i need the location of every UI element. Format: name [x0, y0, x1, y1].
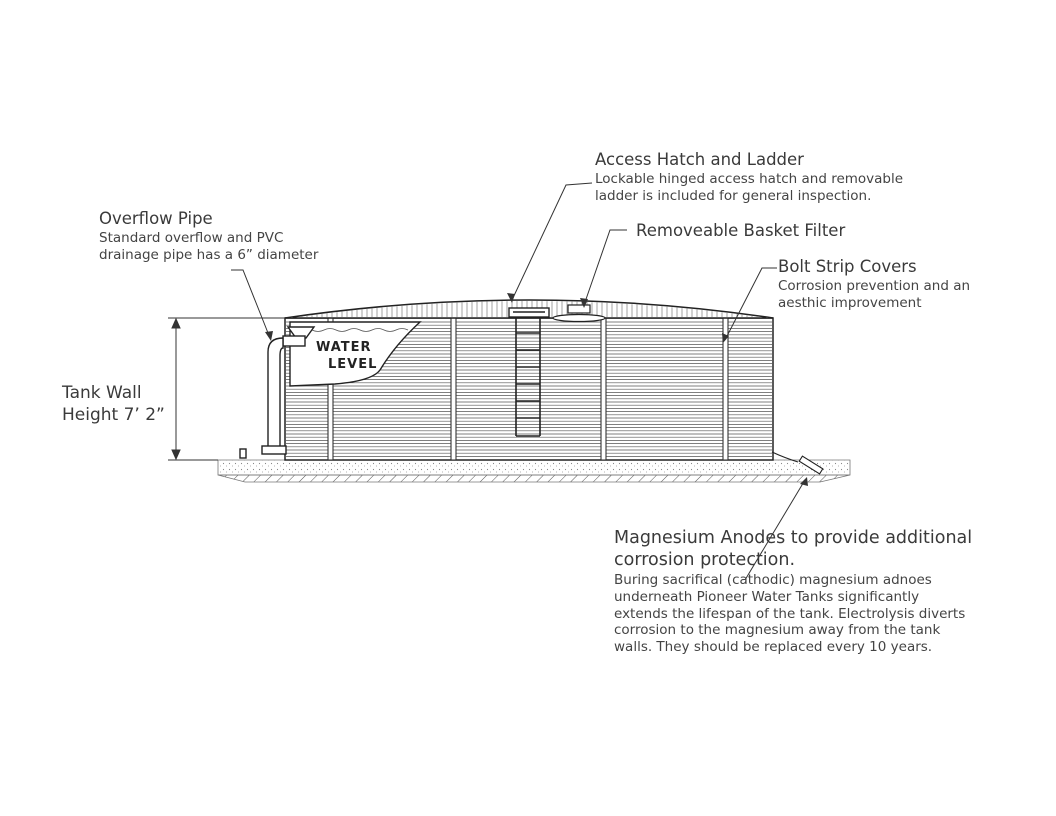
arrow-overflow	[265, 331, 273, 341]
leader-lines	[231, 182, 806, 581]
overflow-pipe-desc-line2: drainage pipe has a 6” diameter	[99, 246, 319, 263]
overflow-pipe-title: Overflow Pipe	[99, 209, 213, 228]
wall-height-dimension	[168, 317, 285, 461]
arrow-filter	[580, 298, 588, 308]
ground	[217, 459, 851, 483]
anodes-title-line1: Magnesium Anodes to provide additional	[614, 528, 973, 548]
anodes-label: Magnesium Anodes to provide additional c…	[614, 527, 972, 656]
anodes-desc-line4: corrosion to the magnesium away from the…	[614, 622, 941, 639]
overflow-pipe-desc-line1: Standard overflow and PVC	[99, 229, 284, 246]
anodes-title-line2: corrosion protection.	[614, 550, 796, 571]
anodes-desc-line3: extends the lifespan of the tank. Electr…	[614, 605, 966, 622]
water-cutaway	[289, 321, 422, 387]
tank-wall-line1: Tank Wall	[62, 383, 142, 403]
water-level-line1: WATER	[316, 340, 372, 355]
access-hatch-desc-line1: Lockable hinged access hatch and removab…	[595, 170, 904, 187]
tank-wall-line2: Height 7’ 2”	[62, 405, 165, 426]
ladder	[515, 318, 541, 437]
anodes-desc-line1: Buring sacrifical (cathodic) magnesium a…	[614, 571, 932, 588]
water-level-line2: LEVEL	[328, 356, 378, 372]
arrow-anode	[800, 477, 808, 486]
basket-filter-label: Removeable Basket Filter	[636, 221, 845, 242]
bolt-strip-title: Bolt Strip Covers	[778, 257, 917, 276]
basket-filter-title: Removeable Basket Filter	[636, 221, 846, 240]
bolt-strip-desc-line1: Corrosion prevention and an	[778, 277, 971, 294]
tank-wall-label: Tank Wall Height 7’ 2”	[62, 382, 165, 426]
overflow-pipe-label: Overflow Pipe Standard overflow and PVC …	[99, 209, 318, 263]
anodes-desc-line5: walls. They should be replaced every 10 …	[614, 639, 933, 656]
arrow-bolt-strip	[722, 333, 729, 343]
bolt-strip-desc-line2: aesthic improvement	[778, 294, 922, 311]
access-hatch-label: Access Hatch and Ladder Lockable hinged …	[595, 150, 903, 204]
bolt-strip-label: Bolt Strip Covers Corrosion prevention a…	[778, 257, 970, 311]
water-level-label: WATER LEVEL	[316, 340, 377, 373]
access-hatch	[508, 307, 550, 318]
access-hatch-title: Access Hatch and Ladder	[595, 150, 804, 169]
access-hatch-desc-line2: ladder is included for general inspectio…	[595, 187, 872, 204]
anodes-desc-line2: underneath Pioneer Water Tanks significa…	[614, 588, 920, 605]
arrow-hatch	[507, 293, 515, 303]
magnesium-anode	[771, 451, 824, 475]
basket-filter	[552, 304, 606, 323]
overflow-pipe	[239, 326, 316, 459]
